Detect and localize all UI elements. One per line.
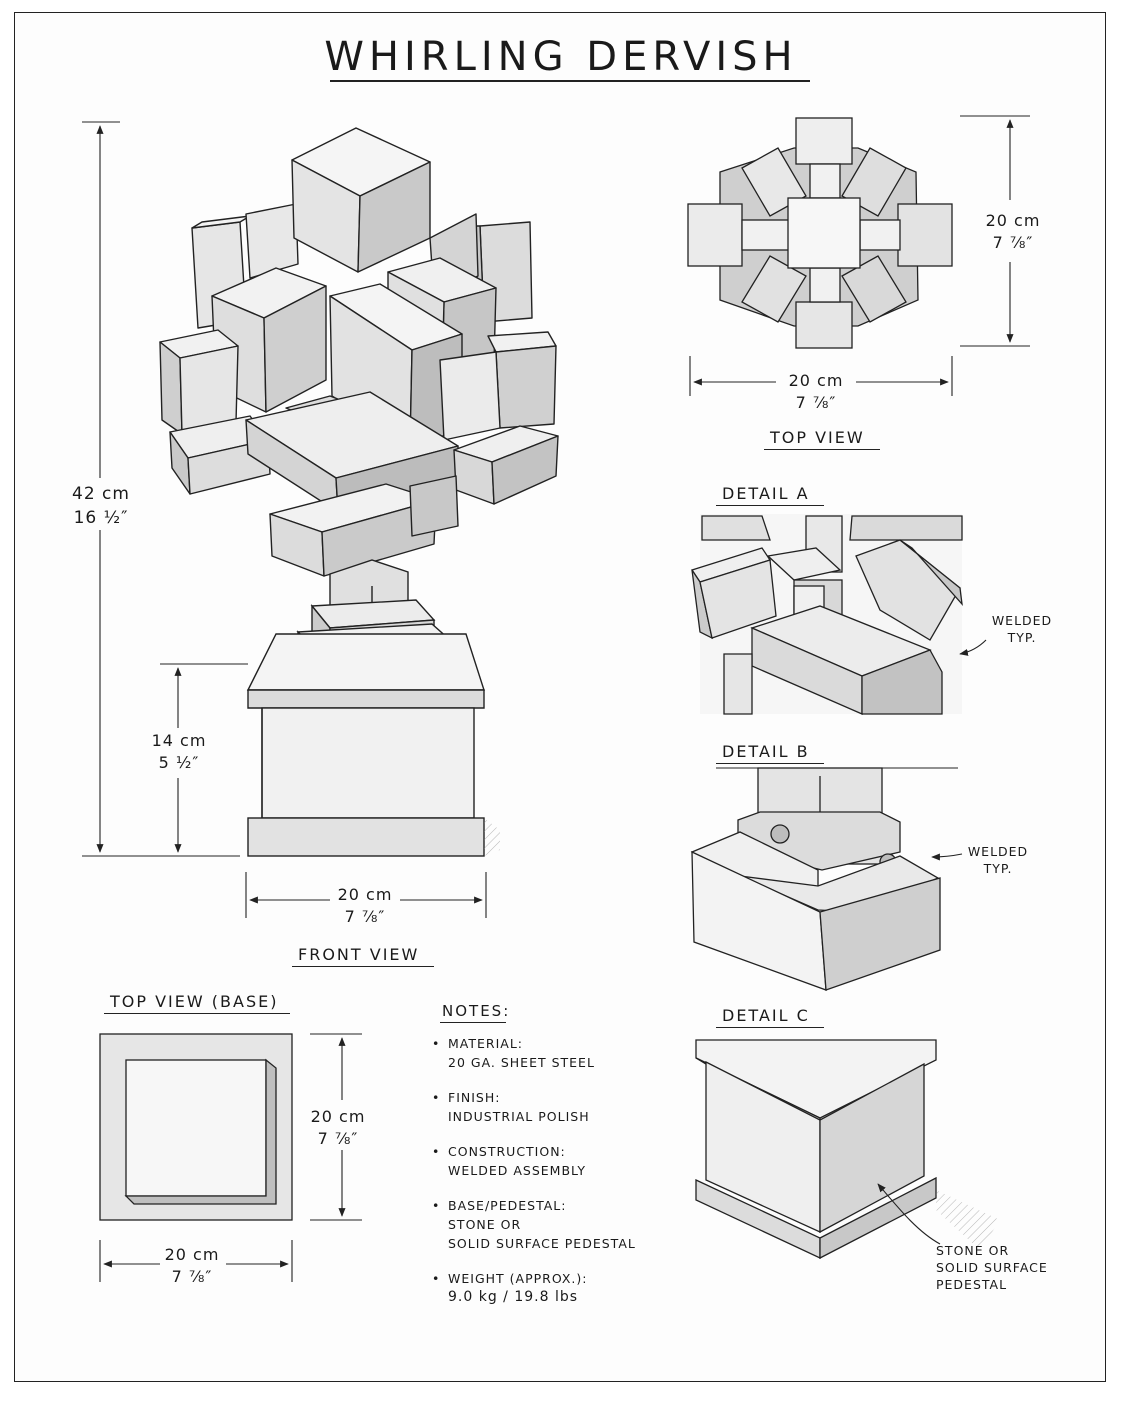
callout-detail-b-line2: TYP.: [983, 861, 1013, 876]
top-view-drawing: [687, 117, 953, 349]
note-finish: • FINISH: INDUSTRIAL POLISH: [432, 1088, 672, 1126]
dim-height-total-metric: 42 cm: [72, 484, 130, 504]
note-base-pedestal: • BASE/PEDESTAL: STONE OR SOLID SURFACE …: [432, 1196, 672, 1253]
front-view-sculpture: [159, 127, 559, 577]
dim-base-width: 20 cm 7 ⅞″: [154, 1244, 230, 1288]
dim-top-depth-metric: 20 cm: [985, 211, 1041, 230]
label-detail-b: DETAIL B: [722, 742, 810, 761]
top-view-dimensions: [689, 115, 1030, 396]
dim-base-width-imperial: 7 ⅞″: [171, 1267, 213, 1286]
note-construction-label: CONSTRUCTION:: [448, 1144, 566, 1159]
dim-front-width-metric: 20 cm: [337, 885, 393, 904]
note-construction: • CONSTRUCTION: WELDED ASSEMBLY: [432, 1142, 672, 1180]
note-base-pedestal-value2: SOLID SURFACE PEDESTAL: [448, 1236, 636, 1251]
detail-c-drawing: [695, 1039, 1000, 1260]
label-top-view: TOP VIEW: [770, 428, 865, 447]
note-bullet: •: [432, 1198, 441, 1213]
callout-detail-c-line1: STONE OR: [936, 1243, 1010, 1258]
dim-base-depth: 20 cm 7 ⅞″: [302, 1106, 374, 1150]
sculpture-block-upper-left: [245, 203, 299, 279]
note-bullet: •: [432, 1090, 441, 1105]
dim-height-total-imperial: 16 ½″: [73, 508, 129, 528]
notes-list: • MATERIAL: 20 GA. SHEET STEEL • FINISH:…: [432, 1034, 672, 1323]
label-detail-c-underline: [716, 1027, 824, 1028]
notes-heading-underline: [440, 1022, 506, 1023]
detail-c-leader: [877, 1183, 941, 1245]
note-weight-value: 9.0 kg / 19.8 lbs: [448, 1289, 579, 1305]
label-detail-a-underline: [716, 505, 824, 506]
dim-front-width-imperial: 7 ⅞″: [344, 907, 386, 926]
dim-top-width-imperial: 7 ⅞″: [795, 393, 837, 412]
note-finish-label: FINISH:: [448, 1090, 501, 1105]
label-detail-b-underline: [716, 763, 824, 764]
note-bullet: •: [432, 1271, 441, 1286]
note-bullet: •: [432, 1144, 441, 1159]
dim-front-width: 20 cm 7 ⅞″: [322, 884, 408, 928]
callout-detail-b: WELDED TYP.: [960, 843, 1036, 877]
label-detail-a: DETAIL A: [722, 484, 810, 503]
callout-detail-b-line1: WELDED: [967, 844, 1029, 859]
label-top-view-underline: [764, 449, 880, 450]
notes-heading: NOTES:: [442, 1002, 511, 1020]
sculpture-cube-top: [291, 127, 431, 273]
dim-base-depth-metric: 20 cm: [310, 1107, 366, 1126]
callout-detail-c-line3: PEDESTAL: [936, 1277, 1008, 1292]
callout-detail-c-line2: SOLID SURFACE: [936, 1260, 1048, 1275]
dim-base-depth-imperial: 7 ⅞″: [317, 1129, 359, 1148]
front-view-dimensions: [82, 121, 487, 918]
callout-detail-a-line2: TYP.: [1007, 630, 1037, 645]
detail-b-drawing: [690, 767, 958, 991]
label-detail-c: DETAIL C: [722, 1006, 810, 1025]
top-view-base-dimensions: [99, 1033, 362, 1282]
title-underline: [330, 80, 810, 82]
drawing-title: WHIRLING DERVISH: [324, 34, 798, 80]
dim-height-total: 42 cm 16 ½″: [56, 482, 146, 530]
dim-base-width-metric: 20 cm: [164, 1245, 220, 1264]
detail-a-leader: [959, 639, 987, 656]
callout-detail-c: STONE OR SOLID SURFACE PEDESTAL: [936, 1242, 1048, 1293]
dim-height-pedestal-imperial: 5 ½″: [158, 753, 200, 772]
note-construction-value: WELDED ASSEMBLY: [448, 1163, 586, 1178]
dim-top-width: 20 cm 7 ⅞″: [776, 370, 856, 414]
sculpture-cube-far-left: [159, 329, 239, 435]
sculpture-slab-right: [453, 425, 559, 505]
sculpture-slab-front: [269, 483, 437, 577]
note-base-pedestal-value: STONE OR: [448, 1217, 522, 1232]
top-view-base-drawing: [99, 1033, 293, 1221]
detail-a-drawing: [690, 514, 963, 715]
front-view-pedestal: [246, 633, 500, 857]
note-weight: • WEIGHT (APPROX.): 9.0 kg / 19.8 lbs: [432, 1269, 672, 1307]
dim-height-pedestal-metric: 14 cm: [151, 731, 207, 750]
note-finish-value: INDUSTRIAL POLISH: [448, 1109, 590, 1124]
detail-b-leader: [931, 853, 963, 861]
dim-top-depth: 20 cm 7 ⅞″: [976, 210, 1050, 254]
label-top-view-base: TOP VIEW (BASE): [110, 992, 279, 1011]
label-front-view: FRONT VIEW: [298, 945, 420, 964]
label-top-view-base-underline: [104, 1013, 290, 1014]
sculpture-slab-back-right: [409, 475, 459, 537]
note-material: • MATERIAL: 20 GA. SHEET STEEL: [432, 1034, 672, 1072]
note-material-label: MATERIAL:: [448, 1036, 523, 1051]
label-front-view-underline: [292, 966, 434, 967]
dim-top-width-metric: 20 cm: [788, 371, 844, 390]
note-weight-label: WEIGHT (APPROX.):: [448, 1271, 588, 1286]
sculpture-cube-far-right: [439, 331, 557, 441]
note-base-pedestal-label: BASE/PEDESTAL:: [448, 1198, 567, 1213]
callout-detail-a: WELDED TYP.: [984, 612, 1060, 646]
note-bullet: •: [432, 1036, 441, 1051]
dim-top-depth-imperial: 7 ⅞″: [992, 233, 1034, 252]
dim-height-pedestal: 14 cm 5 ½″: [140, 730, 218, 774]
note-material-value: 20 GA. SHEET STEEL: [448, 1055, 595, 1070]
callout-detail-a-line1: WELDED: [991, 613, 1053, 628]
